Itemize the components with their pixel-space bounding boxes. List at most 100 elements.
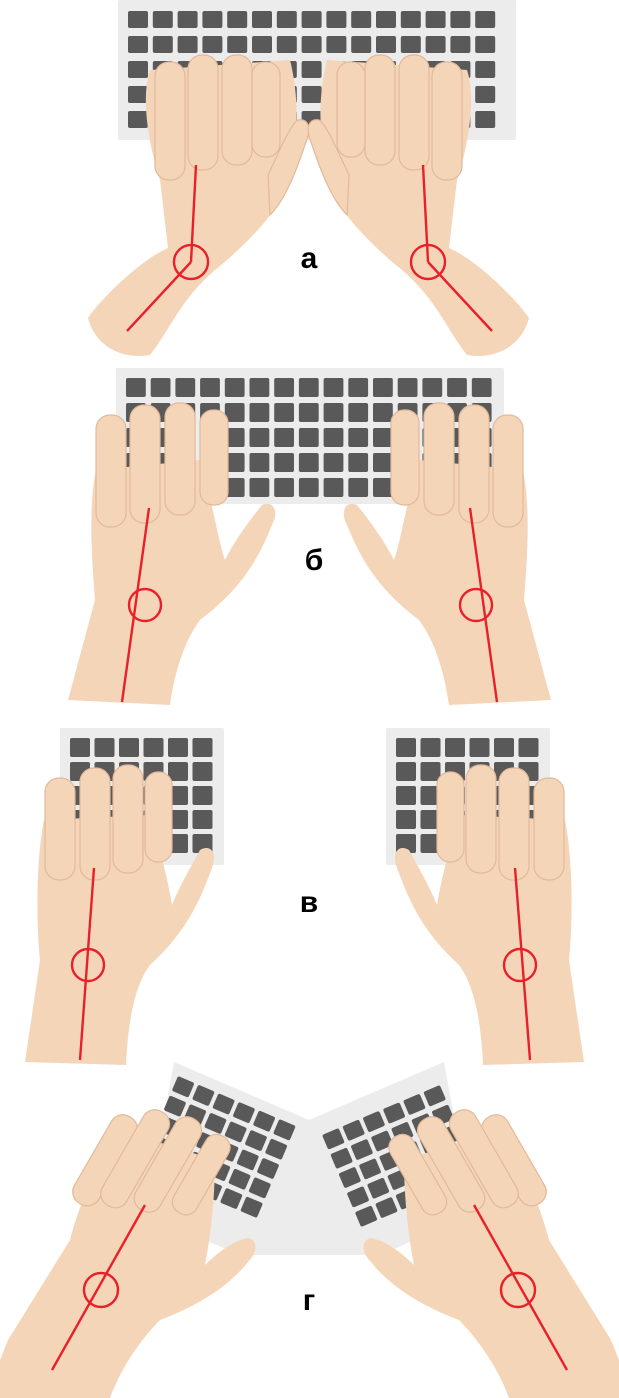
left-hand-icon	[0, 1109, 256, 1398]
keycap	[168, 738, 188, 757]
panel-a: а	[88, 0, 529, 356]
keycap	[227, 11, 248, 28]
keycap	[301, 86, 322, 103]
keycap	[469, 738, 490, 757]
keycap	[359, 1158, 381, 1180]
keycap	[152, 11, 173, 28]
keycap	[323, 428, 344, 447]
keycap	[224, 1121, 247, 1143]
keycap	[342, 1119, 365, 1141]
keycap	[204, 1113, 227, 1134]
keycap	[265, 1138, 287, 1160]
keycap	[224, 453, 245, 472]
panel-g: г	[0, 1062, 619, 1398]
keycap	[373, 453, 393, 472]
keycap	[298, 478, 319, 497]
keycap	[257, 1158, 279, 1179]
keycap	[233, 1102, 255, 1123]
wrist-marker-icon	[502, 947, 538, 983]
keycap	[276, 36, 297, 53]
keycap	[202, 36, 223, 53]
keycap	[301, 36, 322, 53]
keycap	[128, 111, 148, 128]
keycap	[397, 378, 418, 397]
keycap	[420, 834, 441, 853]
right-hand-icon	[307, 54, 529, 356]
keycap	[348, 428, 369, 447]
keycap	[422, 378, 443, 397]
keycap	[351, 11, 372, 28]
keycap	[351, 36, 372, 53]
keycap	[375, 1197, 398, 1218]
keycap	[228, 1168, 251, 1190]
keycap	[355, 1205, 378, 1227]
keycap	[471, 378, 492, 397]
keycap	[298, 453, 319, 472]
keycap	[475, 61, 496, 78]
keycap	[298, 403, 319, 422]
keycap	[348, 453, 369, 472]
keycap	[212, 1093, 235, 1115]
keycap	[177, 36, 198, 53]
keycap	[420, 738, 441, 757]
keycap	[249, 478, 270, 497]
keycap	[274, 403, 294, 422]
keycap	[202, 11, 223, 28]
keycap	[128, 36, 148, 53]
keycap	[403, 1094, 426, 1115]
keycap	[245, 1130, 267, 1151]
keycap	[126, 378, 146, 397]
keycap	[383, 1102, 405, 1124]
keycap	[152, 36, 173, 53]
wrist-marker-icon	[82, 1271, 120, 1309]
keycap	[301, 11, 322, 28]
keycap	[326, 11, 347, 28]
keycap	[323, 378, 344, 397]
keycap	[128, 61, 148, 78]
right-hand-icon	[343, 402, 551, 705]
keycap	[150, 378, 171, 397]
keycap	[224, 478, 245, 497]
left-hand-icon	[25, 764, 215, 1065]
keycap	[494, 738, 514, 757]
keycap	[396, 810, 416, 829]
keycap	[323, 403, 344, 422]
keycap	[200, 378, 220, 397]
keycap	[373, 428, 393, 447]
keycap	[376, 36, 396, 53]
keycap	[298, 428, 319, 447]
keycap	[339, 1167, 361, 1188]
keycap	[423, 1085, 446, 1107]
panel-label-a: а	[301, 242, 318, 275]
keycap	[143, 738, 164, 757]
panel-label-b: б	[305, 544, 324, 577]
keycap	[371, 1130, 393, 1152]
wrist-marker-icon	[409, 243, 447, 281]
wrist-marker-icon	[172, 243, 210, 281]
keycap	[450, 36, 471, 53]
keycap	[192, 1085, 215, 1106]
keycap	[172, 1076, 194, 1098]
keycap	[400, 11, 421, 28]
keycap	[351, 1139, 373, 1160]
keycap	[450, 11, 471, 28]
keycap	[475, 111, 496, 128]
keycap	[348, 403, 369, 422]
keycap	[224, 403, 245, 422]
keycap	[240, 1196, 263, 1218]
keycap	[128, 11, 148, 28]
keycap	[420, 786, 441, 805]
keycap	[252, 11, 272, 28]
panel-label-g: г	[303, 1284, 316, 1317]
keycap	[249, 428, 270, 447]
keycap	[276, 11, 297, 28]
keycap	[367, 1177, 390, 1199]
keycap	[249, 1177, 271, 1199]
keycap	[249, 378, 270, 397]
keycap	[274, 478, 294, 497]
wrist-marker-icon	[127, 587, 163, 623]
keycap	[447, 378, 467, 397]
wrist-marker-icon	[458, 587, 494, 623]
keycap	[348, 478, 369, 497]
